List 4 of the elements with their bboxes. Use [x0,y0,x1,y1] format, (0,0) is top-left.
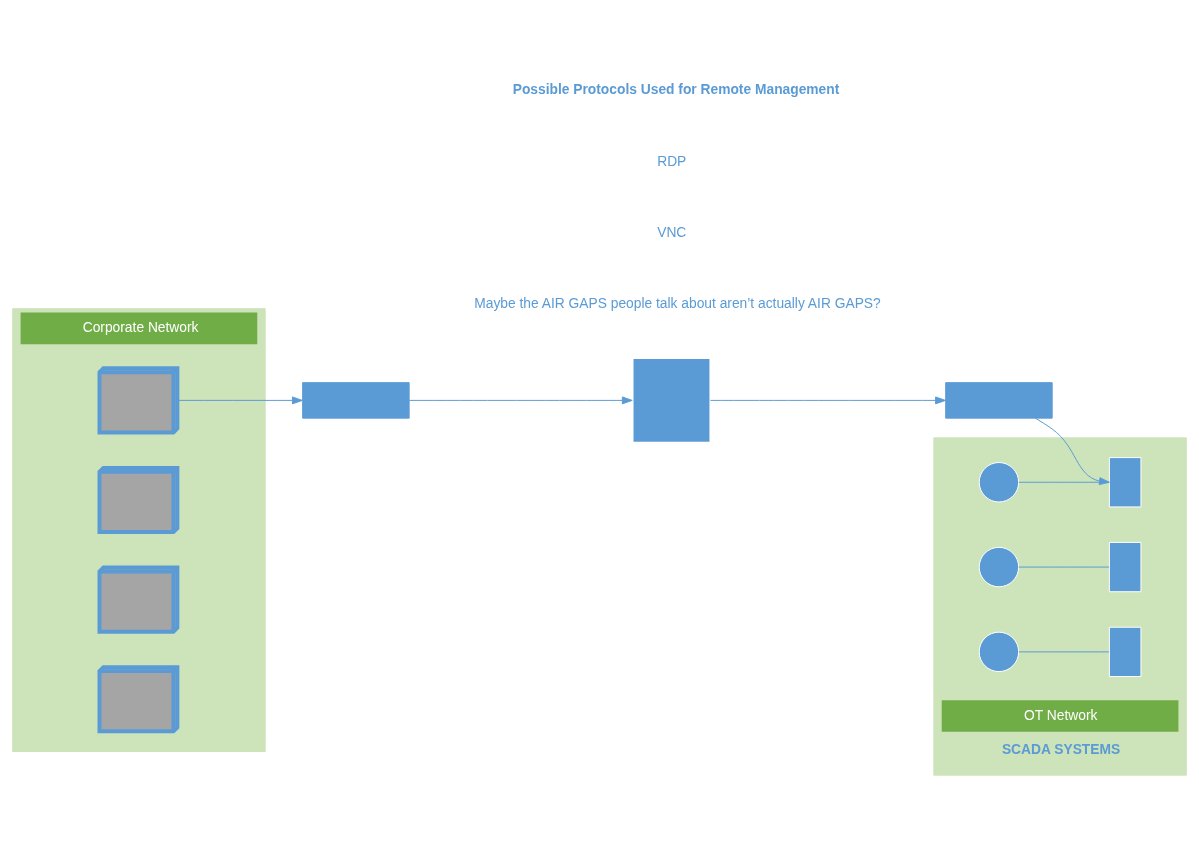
label: VNC [657,225,687,241]
label: Possible Protocols Used for Remote Management [512,82,840,98]
label: Maybe the AIR GAPS people talk about aren’t actually AIR GAPS? [474,296,881,312]
label: RDP [657,154,687,170]
